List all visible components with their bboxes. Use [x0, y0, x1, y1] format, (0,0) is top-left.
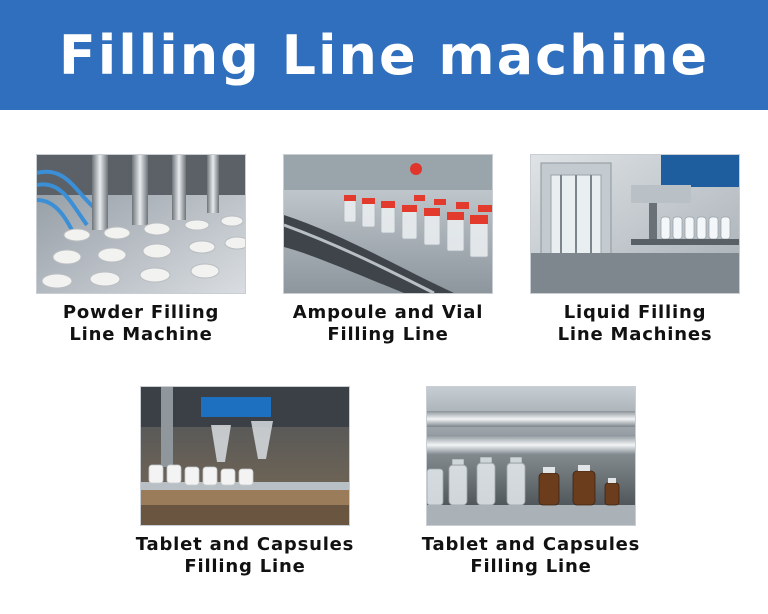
- page-title: Filling Line machine: [58, 23, 710, 87]
- caption-line-1: Liquid Filling: [563, 302, 707, 323]
- liquid-filling-photo: [530, 154, 740, 294]
- header-banner: Filling Line machine: [0, 0, 768, 110]
- powder-filling-photo: [36, 154, 246, 294]
- caption-line-2: Filling Line: [184, 556, 306, 577]
- product-caption: Ampoule and Vial Filling Line: [253, 302, 523, 346]
- bottle-filling-photo: [426, 386, 636, 526]
- product-caption: Tablet and Capsules Filling Line: [110, 534, 380, 578]
- caption-line-2: Line Machines: [557, 324, 713, 345]
- caption-line-1: Ampoule and Vial: [292, 302, 484, 323]
- caption-line-1: Tablet and Capsules: [421, 534, 641, 555]
- caption-line-2: Line Machine: [69, 324, 213, 345]
- product-caption: Tablet and Capsules Filling Line: [396, 534, 666, 578]
- caption-line-2: Filling Line: [327, 324, 449, 345]
- ampoule-vial-photo: [283, 154, 493, 294]
- caption-line-1: Powder Filling: [62, 302, 220, 323]
- product-caption: Liquid Filling Line Machines: [500, 302, 768, 346]
- product-caption: Powder Filling Line Machine: [6, 302, 276, 346]
- tablet-capsule-photo: [140, 386, 350, 526]
- caption-line-1: Tablet and Capsules: [135, 534, 355, 555]
- caption-line-2: Filling Line: [470, 556, 592, 577]
